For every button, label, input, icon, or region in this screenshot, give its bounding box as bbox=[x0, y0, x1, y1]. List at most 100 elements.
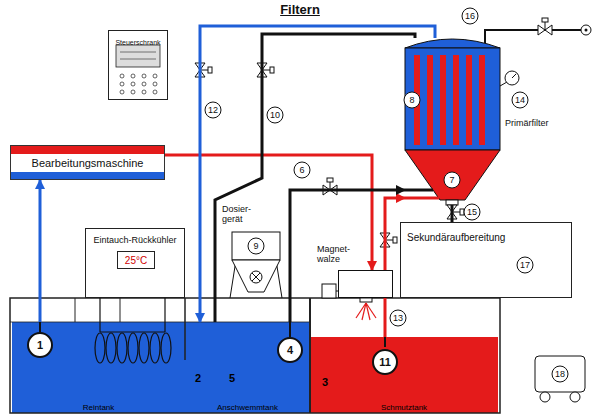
node-text: Primärfilter bbox=[505, 118, 549, 128]
primary-filter-vessel bbox=[440, 55, 446, 145]
callout-number: 15 bbox=[464, 204, 481, 221]
vent-pipe bbox=[485, 30, 581, 43]
primary-filter-vessel bbox=[405, 39, 500, 205]
magnet-roll-detail bbox=[322, 284, 336, 298]
magnet-roll: Magnet- walze bbox=[338, 270, 393, 298]
sludge-cart bbox=[535, 356, 585, 392]
node-text: Reintank bbox=[12, 403, 185, 412]
machine-box: Bearbeitungsmaschine bbox=[10, 145, 165, 180]
valve-symbols bbox=[545, 22, 546, 30]
dirty-tank: Schmutztank bbox=[310, 337, 498, 413]
control-cabinet-detail bbox=[116, 45, 160, 67]
filter-inlet-stubs bbox=[405, 189, 433, 192]
magnet-roll-detail bbox=[360, 298, 372, 302]
node-text: Schmutztank bbox=[310, 403, 498, 412]
tank-frame bbox=[10, 298, 500, 413]
valve-symbols bbox=[380, 233, 397, 247]
node-text: Steuerschrank bbox=[115, 37, 160, 46]
cooler-coil bbox=[164, 298, 165, 332]
primary-filter-vessel bbox=[453, 55, 459, 145]
valve-symbols bbox=[208, 67, 212, 73]
control-cabinet-detail bbox=[142, 74, 146, 78]
cooler-coil bbox=[150, 333, 160, 363]
vent-pipe bbox=[485, 25, 591, 43]
pipe-line bbox=[165, 155, 372, 270]
magnet-roll-detail bbox=[362, 303, 366, 320]
node-text: Magnet- walze bbox=[317, 244, 357, 265]
cooler-coil bbox=[161, 333, 171, 363]
cooler-coil bbox=[117, 333, 127, 363]
pipe-line bbox=[451, 205, 454, 222]
node-text: Dosier- gerät bbox=[222, 204, 266, 225]
primary-filter-vessel bbox=[479, 55, 485, 145]
control-cabinet: Steuerschrank bbox=[108, 30, 168, 100]
magnet-roll-detail bbox=[356, 303, 376, 320]
callout-number: 1 bbox=[27, 332, 53, 358]
dosing-unit: Dosier- gerät bbox=[222, 204, 266, 230]
control-cabinet-detail bbox=[153, 90, 157, 94]
dosing-hopper bbox=[252, 273, 260, 281]
tank-water bbox=[12, 322, 310, 413]
dosing-hopper bbox=[230, 232, 282, 298]
callout-number: 7 bbox=[444, 172, 461, 189]
diagram-title: Filtern bbox=[0, 2, 600, 17]
tank-frame bbox=[75, 298, 76, 322]
valve-symbols bbox=[327, 178, 333, 182]
pipe-line bbox=[290, 190, 405, 322]
dosing-hopper bbox=[232, 260, 280, 292]
control-cabinet-detail bbox=[131, 74, 135, 78]
cooler-coil bbox=[106, 333, 116, 363]
vent-pipe bbox=[581, 25, 591, 35]
control-cabinet-detail bbox=[120, 74, 124, 78]
valve-symbols bbox=[542, 18, 548, 22]
callout-number: 11 bbox=[372, 349, 398, 375]
filter-inlet-stubs bbox=[405, 190, 439, 198]
control-cabinet-detail bbox=[116, 45, 160, 94]
valve-symbols bbox=[538, 25, 545, 35]
control-cabinet-detail bbox=[142, 82, 146, 86]
control-cabinet-detail bbox=[131, 82, 135, 86]
node-text: 25°C bbox=[125, 255, 147, 266]
temperature-display: 25°C bbox=[117, 251, 155, 269]
tank-frame bbox=[10, 322, 310, 323]
node-text: Sekundäraufbereitung bbox=[407, 232, 505, 243]
dosing-hopper bbox=[232, 232, 280, 260]
valve-symbols bbox=[447, 205, 464, 219]
control-cabinet-detail bbox=[142, 90, 146, 94]
callout-number: 18 bbox=[552, 366, 569, 383]
callout-number: 4 bbox=[277, 337, 303, 363]
control-cabinet-detail bbox=[120, 90, 124, 94]
tank-frame bbox=[309, 298, 311, 413]
control-cabinet-detail bbox=[153, 74, 157, 78]
callout-number: 6 bbox=[294, 162, 311, 179]
filter-inlet-stubs bbox=[405, 197, 439, 200]
node-text: Anschwemmtank bbox=[185, 403, 310, 412]
callout-number: 16 bbox=[462, 8, 479, 25]
primary-filter-vessel bbox=[405, 150, 500, 200]
callout-number: 10 bbox=[267, 107, 284, 124]
primary-filter-vessel bbox=[466, 55, 472, 145]
pump-risers bbox=[384, 337, 386, 347]
primary-filter-vessel bbox=[446, 200, 458, 205]
valve-symbols bbox=[270, 67, 274, 73]
sludge-cart bbox=[570, 392, 580, 402]
callout-number: 2 bbox=[195, 373, 201, 384]
tank-frame bbox=[184, 298, 186, 360]
node-text: Bearbeitungsmaschine bbox=[32, 157, 144, 169]
valve-symbols bbox=[195, 63, 212, 77]
tank-frame bbox=[10, 298, 500, 413]
cooler-coil bbox=[128, 333, 138, 363]
control-cabinet-detail bbox=[120, 82, 124, 86]
control-cabinet-detail bbox=[153, 82, 157, 86]
control-cabinet-detail bbox=[120, 59, 156, 60]
cooler-coil bbox=[99, 298, 100, 332]
primary-filter-vessel bbox=[427, 55, 433, 145]
cooler-coil bbox=[139, 333, 149, 363]
valve-symbols bbox=[257, 63, 274, 77]
pump-risers bbox=[289, 322, 291, 337]
callout-number: 5 bbox=[229, 373, 235, 384]
pump-risers bbox=[40, 322, 385, 347]
control-cabinet-detail bbox=[120, 52, 156, 53]
cooler-coil bbox=[95, 333, 105, 363]
control-cabinet-detail bbox=[131, 90, 135, 94]
